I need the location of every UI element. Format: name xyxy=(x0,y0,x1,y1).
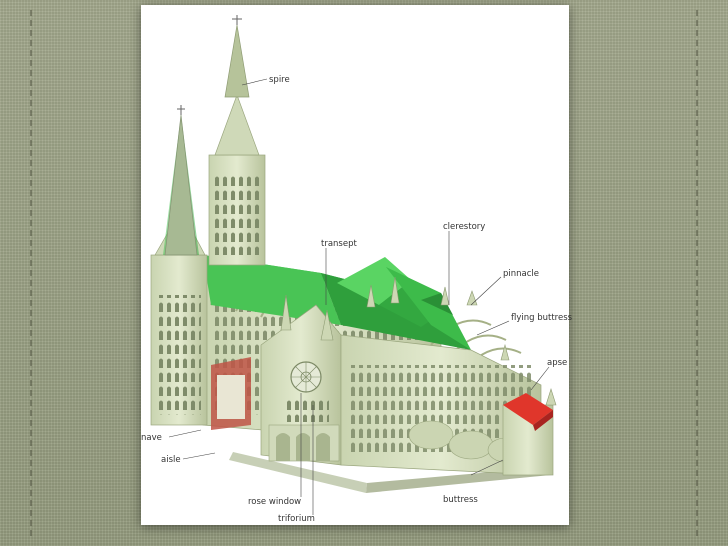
transept-facade xyxy=(260,294,342,466)
label-spire: spire xyxy=(269,75,290,85)
label-clerestory: clerestory xyxy=(443,222,486,232)
right-stitching xyxy=(696,10,698,536)
choir-roof xyxy=(386,267,471,350)
label-flying-buttress: flying buttress xyxy=(511,313,573,323)
left-stitching xyxy=(30,10,32,536)
label-nave: nave xyxy=(141,433,162,443)
cathedral-illustration xyxy=(150,15,557,515)
apse xyxy=(502,387,557,476)
diagram-card: spire transept clerestory pinnacle flyin… xyxy=(141,5,573,525)
west-towers xyxy=(150,15,266,426)
label-buttress: buttress xyxy=(443,495,478,505)
label-apse: apse xyxy=(547,358,568,368)
nave-cutaway xyxy=(211,357,251,430)
leader-lines xyxy=(168,78,550,515)
label-rose-window: rose window xyxy=(248,497,302,507)
label-transept: transept xyxy=(321,239,357,249)
pinnacles xyxy=(366,276,510,361)
label-pinnacle: pinnacle xyxy=(503,269,540,279)
label-aisle: aisle xyxy=(161,455,181,465)
label-triforium: triforium xyxy=(278,514,315,524)
